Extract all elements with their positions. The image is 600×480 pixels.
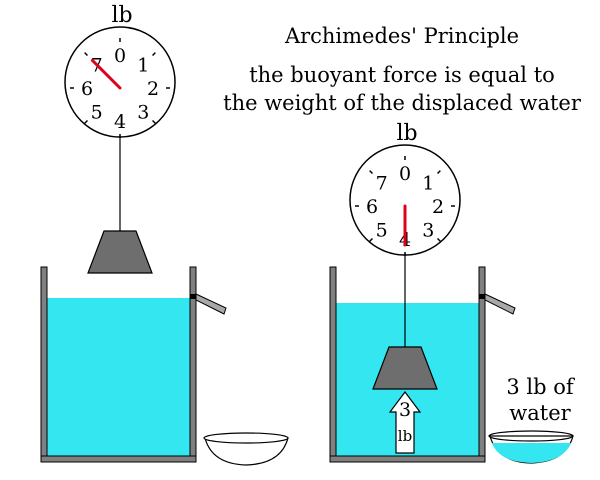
left-scale-ticks: [70, 38, 170, 138]
right-scale-unit-label: lb: [396, 121, 417, 146]
buoyant-force-unit: lb: [398, 427, 412, 445]
diagram-title: Archimedes' Principle: [284, 24, 519, 48]
right-tick-3: [436, 237, 441, 242]
left-tick-5: [84, 119, 89, 124]
right-spring-scale: lb 01234567: [349, 121, 461, 256]
left-dial-number-2: 2: [147, 78, 159, 100]
left-setup: lb 01234567: [40, 3, 289, 466]
left-tank-water: [47, 298, 190, 456]
right-spout-joint: [479, 294, 485, 299]
right-overflow-spout: [484, 293, 516, 315]
right-tank-left-wall: [329, 266, 337, 463]
left-tank: [40, 266, 197, 463]
left-tank-bottom: [40, 455, 197, 463]
left-dial-number-4: 4: [114, 111, 126, 133]
right-setup: lb 01234567 3 lb 3 lb of water: [329, 121, 576, 464]
right-dial-number-7: 7: [376, 173, 388, 195]
displaced-water-label-line-1: 3 lb of: [506, 375, 576, 399]
displaced-water-label-line-2: water: [509, 401, 571, 425]
left-dial-number-3: 3: [137, 101, 149, 123]
description-line-2: the weight of the displaced water: [223, 91, 582, 115]
right-tank-bottom: [329, 455, 486, 463]
right-dial-number-2: 2: [432, 196, 444, 218]
right-submerged-weight: [372, 346, 438, 390]
right-bowl-rim: [488, 430, 574, 442]
left-tick-3: [151, 119, 156, 124]
right-dial-number-1: 1: [422, 173, 434, 195]
description-line-1: the buoyant force is equal to: [249, 63, 555, 87]
right-dial-number-0: 0: [399, 163, 411, 185]
left-weight: [87, 230, 153, 274]
left-spring-scale: lb 01234567: [64, 3, 176, 138]
left-spout-joint: [190, 294, 196, 299]
left-bowl-rim: [203, 432, 289, 444]
right-tick-1: [436, 170, 441, 175]
left-empty-bowl: [203, 432, 289, 466]
bowl-displaced-water: [492, 443, 571, 463]
right-dial-number-3: 3: [422, 219, 434, 241]
buoyant-force-value: 3: [399, 399, 411, 421]
left-tank-left-wall: [40, 266, 48, 463]
left-scale-needle: [90, 58, 122, 90]
left-dial-number-1: 1: [137, 55, 149, 77]
left-scale-unit-label: lb: [111, 3, 132, 28]
right-dial-number-5: 5: [376, 219, 388, 241]
left-tick-7: [84, 52, 89, 57]
left-overflow-spout: [195, 293, 227, 315]
left-bowl-body: [204, 437, 289, 466]
left-dial-number-0: 0: [114, 45, 126, 67]
buoyant-force-arrow-shape: [388, 391, 422, 454]
right-tick-5: [369, 237, 374, 242]
right-scale-numbers: 01234567: [366, 163, 444, 251]
left-dial-number-5: 5: [91, 101, 103, 123]
right-water-bowl: [488, 430, 574, 464]
buoyant-force-arrow: 3 lb: [388, 391, 422, 454]
right-scale-ticks: [355, 156, 455, 256]
right-tank: [329, 266, 486, 463]
left-tick-1: [151, 52, 156, 57]
right-tick-7: [369, 170, 374, 175]
left-dial-number-6: 6: [81, 78, 93, 100]
right-dial-number-6: 6: [366, 196, 378, 218]
